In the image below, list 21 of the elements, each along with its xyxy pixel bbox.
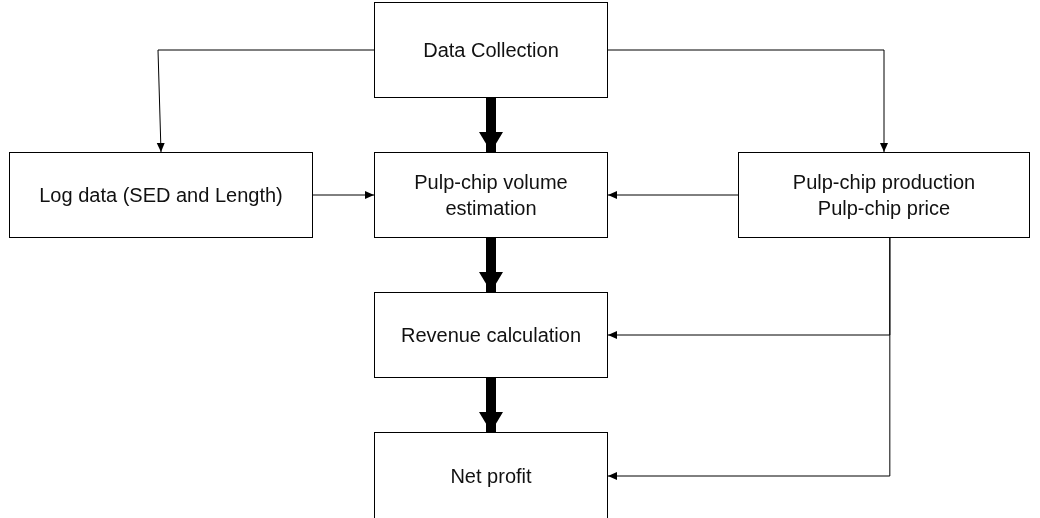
process-box	[374, 292, 608, 378]
arrow	[156, 49, 375, 153]
process-box	[738, 152, 1030, 238]
arrow	[312, 191, 375, 199]
arrow	[607, 191, 739, 199]
box-label: Data Collection	[423, 38, 559, 63]
arrow	[607, 237, 891, 480]
process-box	[9, 152, 313, 238]
process-box	[374, 152, 608, 238]
box-label: Pulp-chip volume estimation	[413, 170, 569, 221]
arrow	[479, 98, 503, 152]
box-label: Pulp-chip price	[817, 196, 951, 221]
box-label: Revenue calculation	[400, 323, 582, 348]
box-label: Net profit	[450, 464, 532, 489]
arrow	[479, 378, 503, 432]
process-box	[374, 432, 608, 518]
arrow	[607, 49, 888, 153]
box-label: Pulp-chip production	[792, 170, 976, 195]
arrow	[479, 238, 503, 292]
box-label: Log data (SED and Length)	[39, 183, 283, 208]
process-box	[374, 2, 608, 98]
